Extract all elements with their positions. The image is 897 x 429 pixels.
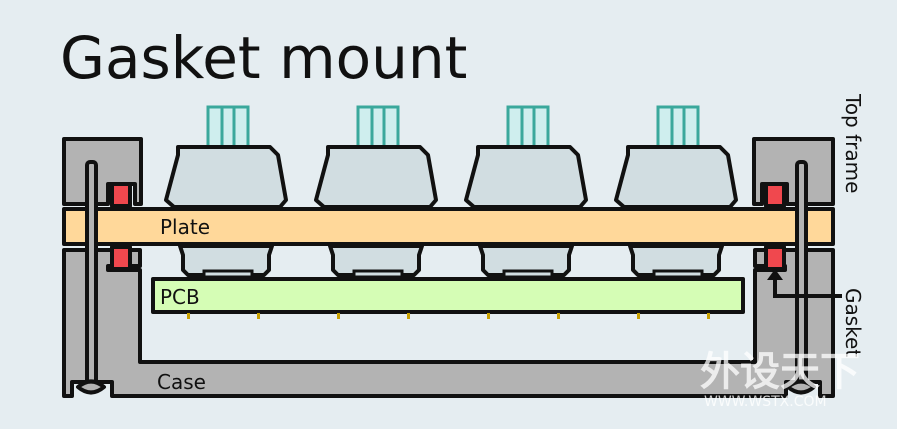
switch-top-housing	[614, 145, 738, 209]
title: Gasket mount	[60, 24, 467, 92]
switch-bottom-housing	[628, 244, 724, 277]
pcb-pin	[707, 313, 710, 319]
pcb-pin	[637, 313, 640, 319]
gasket-right-top	[764, 182, 786, 208]
pcb-label: PCB	[160, 285, 200, 309]
pcb	[151, 277, 745, 314]
top-frame-label: Top frame	[841, 93, 865, 193]
gasket-arrow	[773, 276, 842, 298]
plate-label: Plate	[160, 215, 210, 239]
pcb-pin	[337, 313, 340, 319]
key-switch	[314, 105, 438, 279]
switch-stem	[506, 105, 550, 149]
watermark-sub: WWW.WSTX.COM	[704, 394, 827, 410]
switch-bottom-housing	[478, 244, 574, 277]
gasket-left-top	[110, 182, 132, 208]
gasket-right-bottom	[764, 245, 786, 271]
pcb-pins	[187, 313, 710, 319]
plate	[62, 207, 835, 246]
screw-right	[786, 160, 816, 395]
gasket-label: Gasket	[841, 288, 865, 357]
gasket-left-bottom	[110, 245, 132, 271]
case-label: Case	[157, 370, 206, 394]
pcb-pin	[407, 313, 410, 319]
screw-left	[76, 160, 106, 395]
switches	[164, 105, 738, 279]
pcb-pin	[257, 313, 260, 319]
top-frame-right	[752, 137, 835, 206]
switch-stem	[356, 105, 400, 149]
key-switch	[614, 105, 738, 279]
switch-bottom-housing	[178, 244, 274, 277]
top-frame-left	[62, 137, 143, 206]
switch-stem	[656, 105, 700, 149]
key-switch	[464, 105, 588, 279]
switch-top-housing	[464, 145, 588, 209]
key-switch	[164, 105, 288, 279]
switch-stem	[206, 105, 250, 149]
switch-top-housing	[164, 145, 288, 209]
switch-bottom-housing	[328, 244, 424, 277]
watermark-main: 外设天下	[700, 349, 860, 395]
case	[62, 248, 835, 398]
pcb-pin	[487, 313, 490, 319]
pcb-pin	[557, 313, 560, 319]
arrow-head-icon	[767, 269, 783, 280]
switch-top-housing	[314, 145, 438, 209]
pcb-pin	[187, 313, 190, 319]
